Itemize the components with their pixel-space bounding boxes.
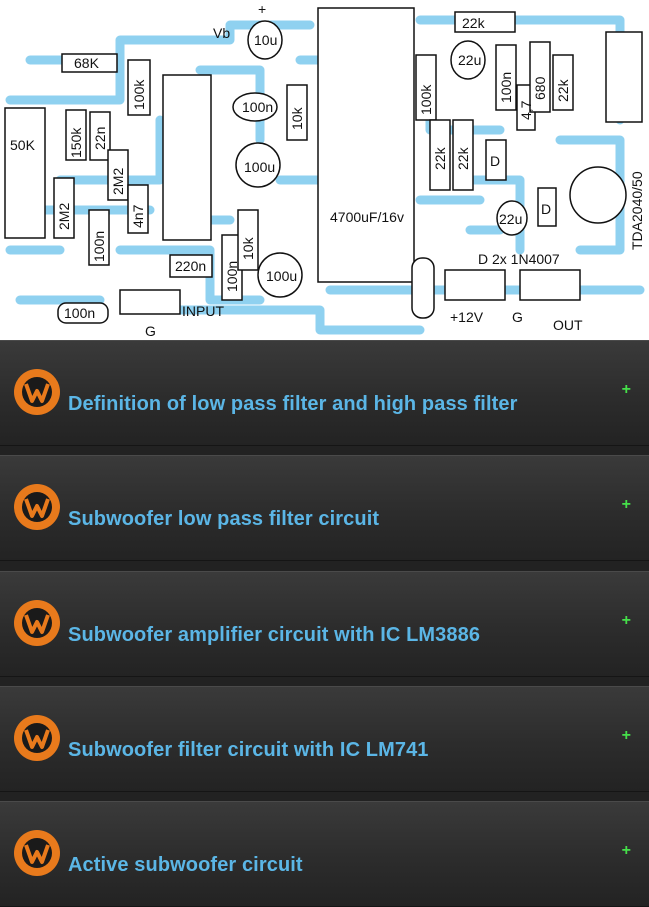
svg-text:+12V: +12V bbox=[450, 309, 484, 325]
list-item-title: Active subwoofer circuit bbox=[68, 854, 303, 876]
svg-text:100n: 100n bbox=[224, 261, 240, 292]
svg-text:150k: 150k bbox=[68, 127, 84, 158]
svg-text:2M2: 2M2 bbox=[110, 168, 126, 195]
svg-text:+: + bbox=[258, 1, 266, 17]
svg-text:22k: 22k bbox=[555, 78, 571, 102]
svg-text:22k: 22k bbox=[462, 15, 486, 31]
list-item-title: Subwoofer amplifier circuit with IC LM38… bbox=[68, 624, 481, 646]
svg-text:D: D bbox=[490, 153, 500, 169]
list-item-title: Subwoofer filter circuit with IC LM741 bbox=[68, 739, 429, 761]
list-item[interactable]: Subwoofer amplifier circuit with IC LM38… bbox=[0, 571, 649, 677]
w-logo-icon bbox=[14, 369, 60, 415]
pcb-drawing: Vb 10u 68K 100k 22k 22u 100n 4,7 680 22k… bbox=[4, 1, 645, 339]
article-list: Definition of low pass filter and high p… bbox=[0, 340, 649, 907]
list-item[interactable]: Subwoofer filter circuit with IC LM741 + bbox=[0, 686, 649, 792]
svg-text:OUT: OUT bbox=[553, 317, 583, 333]
w-logo-icon bbox=[14, 715, 60, 761]
svg-text:10k: 10k bbox=[240, 236, 256, 260]
expand-plus-icon[interactable]: + bbox=[621, 842, 631, 859]
svg-text:2M2: 2M2 bbox=[56, 203, 72, 230]
svg-text:68K: 68K bbox=[74, 55, 100, 71]
list-item[interactable]: Definition of low pass filter and high p… bbox=[0, 340, 649, 446]
svg-text:INPUT: INPUT bbox=[182, 303, 224, 319]
svg-text:D: D bbox=[541, 201, 551, 217]
svg-text:Vb: Vb bbox=[213, 25, 230, 41]
expand-plus-icon[interactable]: + bbox=[621, 612, 631, 629]
svg-text:100n: 100n bbox=[91, 231, 107, 262]
pcb-layout-image: Vb 10u 68K 100k 22k 22u 100n 4,7 680 22k… bbox=[0, 0, 649, 340]
svg-text:22k: 22k bbox=[432, 146, 448, 170]
svg-text:100k: 100k bbox=[131, 79, 147, 110]
svg-text:10k: 10k bbox=[289, 106, 305, 130]
svg-text:100u: 100u bbox=[266, 268, 297, 284]
component-labels: Vb 10u 68K 100k 22k 22u 100n 4,7 680 22k… bbox=[10, 1, 645, 339]
svg-text:22u: 22u bbox=[499, 211, 522, 227]
svg-text:D 2x 1N4007: D 2x 1N4007 bbox=[478, 251, 560, 267]
list-item[interactable]: Active subwoofer circuit + bbox=[0, 801, 649, 907]
svg-text:G: G bbox=[145, 323, 156, 339]
svg-text:22u: 22u bbox=[458, 52, 481, 68]
list-item-title: Definition of low pass filter and high p… bbox=[68, 393, 518, 415]
svg-text:100n: 100n bbox=[242, 99, 273, 115]
list-item[interactable]: Subwoofer low pass filter circuit + bbox=[0, 455, 649, 561]
svg-text:50K: 50K bbox=[10, 137, 36, 153]
expand-plus-icon[interactable]: + bbox=[621, 381, 631, 398]
svg-text:TDA2040/50: TDA2040/50 bbox=[629, 171, 645, 250]
svg-text:100k: 100k bbox=[418, 84, 434, 115]
w-logo-icon bbox=[14, 600, 60, 646]
expand-plus-icon[interactable]: + bbox=[621, 727, 631, 744]
svg-text:680: 680 bbox=[532, 76, 548, 100]
svg-text:22n: 22n bbox=[92, 127, 108, 150]
svg-text:100n: 100n bbox=[498, 72, 514, 103]
svg-text:4,7: 4,7 bbox=[518, 100, 534, 120]
svg-text:10u: 10u bbox=[254, 32, 277, 48]
svg-text:4n7: 4n7 bbox=[130, 204, 146, 228]
svg-text:100u: 100u bbox=[244, 159, 275, 175]
svg-text:4700uF/16v: 4700uF/16v bbox=[330, 209, 404, 225]
list-item-title: Subwoofer low pass filter circuit bbox=[68, 508, 380, 530]
w-logo-icon bbox=[14, 484, 60, 530]
expand-plus-icon[interactable]: + bbox=[621, 496, 631, 513]
components bbox=[4, 7, 643, 324]
svg-text:100n: 100n bbox=[64, 305, 95, 321]
w-logo-icon bbox=[14, 830, 60, 876]
svg-text:G: G bbox=[512, 309, 523, 325]
svg-text:220n: 220n bbox=[175, 258, 206, 274]
svg-text:22k: 22k bbox=[455, 146, 471, 170]
